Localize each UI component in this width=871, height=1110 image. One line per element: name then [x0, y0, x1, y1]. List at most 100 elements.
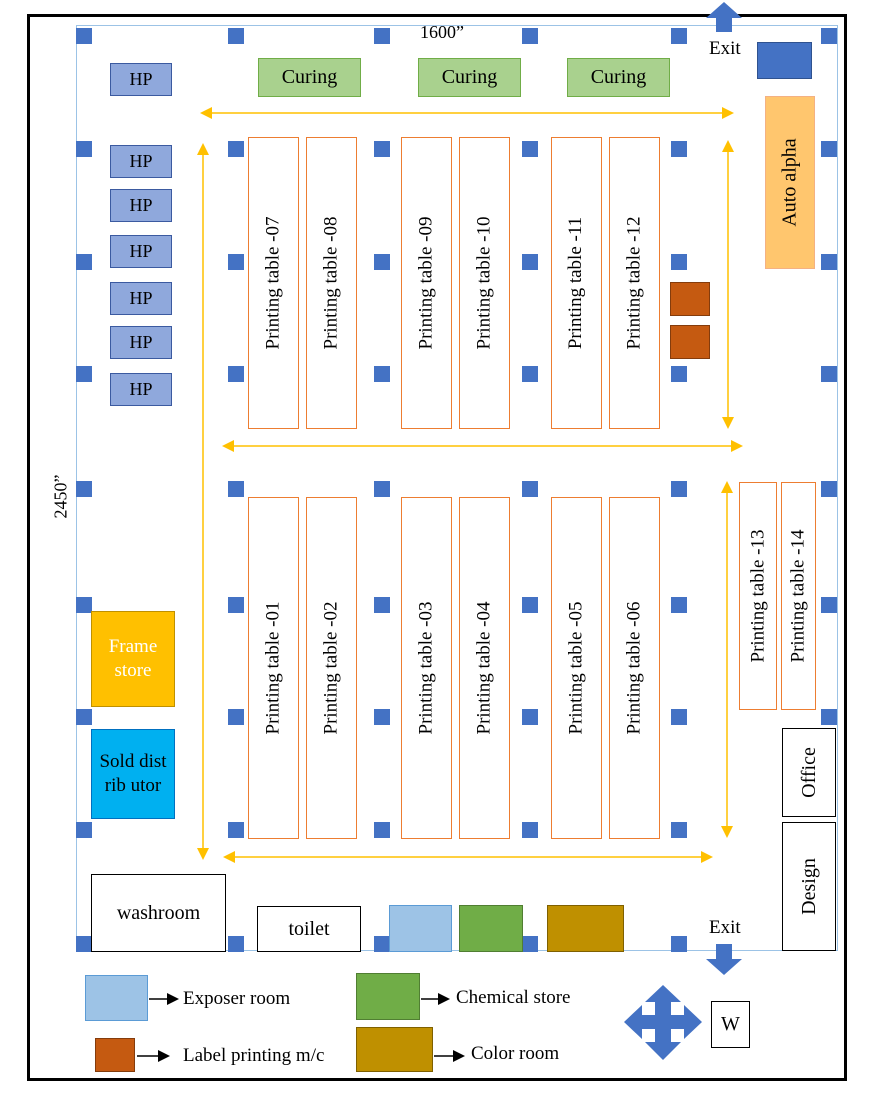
pillar — [228, 822, 244, 838]
color-room — [547, 905, 624, 952]
printing-table-05: Printing table -05 — [551, 497, 602, 839]
pillar — [522, 822, 538, 838]
pillar — [522, 28, 538, 44]
pillar — [522, 254, 538, 270]
office-room: Office — [782, 728, 836, 817]
pillar — [228, 254, 244, 270]
pillar — [671, 141, 687, 157]
pillar — [522, 709, 538, 725]
pillar — [522, 481, 538, 497]
label-printing-machine — [670, 325, 710, 359]
pillar — [522, 936, 538, 952]
frame-store: Frame store — [91, 611, 175, 707]
curing-unit: Curing — [258, 58, 361, 97]
pillar — [228, 141, 244, 157]
pillar — [76, 936, 92, 952]
pillar — [76, 822, 92, 838]
pillar — [374, 366, 390, 382]
exposer-room — [389, 905, 452, 952]
width-dimension: 1600” — [420, 22, 464, 42]
legend-chemical-swatch — [356, 973, 420, 1020]
pillar — [228, 936, 244, 952]
pillar — [821, 709, 837, 725]
hp-machine: HP — [110, 282, 172, 315]
pillar — [671, 709, 687, 725]
pillar — [821, 597, 837, 613]
hp-machine: HP — [110, 145, 172, 178]
printing-table-01: Printing table -01 — [248, 497, 299, 839]
legend-color-swatch — [356, 1027, 433, 1072]
pillar — [671, 597, 687, 613]
pillar — [374, 936, 390, 952]
pillar — [374, 141, 390, 157]
exit-bottom-label: Exit — [709, 917, 741, 938]
legend-exposer-swatch — [85, 975, 148, 1021]
compass-icon — [624, 985, 702, 1060]
design-room: Design — [782, 822, 836, 951]
pillar — [821, 481, 837, 497]
pillar — [374, 254, 390, 270]
legend-color-label: Color room — [471, 1043, 560, 1064]
hp-machine: HP — [110, 189, 172, 222]
label-printing-machine — [670, 282, 710, 316]
printing-table-03: Printing table -03 — [401, 497, 452, 839]
printing-table-10: Printing table -10 — [459, 137, 510, 429]
washroom: washroom — [91, 874, 226, 952]
pillar — [228, 28, 244, 44]
printing-table-06: Printing table -06 — [609, 497, 660, 839]
pillar — [522, 366, 538, 382]
printing-table-02: Printing table -02 — [306, 497, 357, 839]
printing-table-09: Printing table -09 — [401, 137, 452, 429]
pillar — [228, 709, 244, 725]
pillar — [821, 366, 837, 382]
pillar — [76, 366, 92, 382]
pillar — [374, 822, 390, 838]
exit-top-label: Exit — [709, 38, 741, 59]
printing-table-12: Printing table -12 — [609, 137, 660, 429]
pillar — [228, 597, 244, 613]
legend-exposer-label: Exposer room — [183, 988, 291, 1009]
pillar — [671, 481, 687, 497]
pillar — [374, 481, 390, 497]
hp-machine: HP — [110, 326, 172, 359]
sold-distributor: Sold distrib utor — [91, 729, 175, 819]
printing-table-13: Printing table -13 — [739, 482, 777, 710]
pillar — [522, 597, 538, 613]
pillar — [671, 366, 687, 382]
pillar — [671, 28, 687, 44]
hp-machine: HP — [110, 373, 172, 406]
pillar — [76, 28, 92, 44]
pillar — [821, 254, 837, 270]
curing-unit: Curing — [418, 58, 521, 97]
toilet: toilet — [257, 906, 361, 952]
frame-store-label: Frame store — [108, 636, 158, 681]
pillar — [671, 822, 687, 838]
pillar — [228, 481, 244, 497]
exit-arrow-bottom-icon — [706, 944, 742, 975]
sold-distributor-label: Sold distrib utor — [99, 751, 167, 796]
pillar — [821, 141, 837, 157]
pillar — [76, 254, 92, 270]
hp-machine: HP — [110, 235, 172, 268]
chemical-store — [459, 905, 523, 952]
pillar — [821, 28, 837, 44]
pillar — [76, 481, 92, 497]
printing-table-11: Printing table -11 — [551, 137, 602, 429]
printing-table-04: Printing table -04 — [459, 497, 510, 839]
pillar — [522, 141, 538, 157]
exit-arrow-top-icon — [706, 2, 742, 32]
compass-w-label: W — [711, 1001, 750, 1048]
legend-label-mc-label: Label printing m/c — [183, 1045, 325, 1066]
pillar — [374, 28, 390, 44]
printing-table-14: Printing table -14 — [781, 482, 816, 710]
pillar — [76, 141, 92, 157]
hp-machine: HP — [110, 63, 172, 96]
legend-label-mc-swatch — [95, 1038, 135, 1072]
curing-unit: Curing — [567, 58, 670, 97]
pillar — [671, 936, 687, 952]
pillar — [374, 597, 390, 613]
printing-table-07: Printing table -07 — [248, 137, 299, 429]
pillar — [228, 366, 244, 382]
exit-box — [757, 42, 812, 79]
